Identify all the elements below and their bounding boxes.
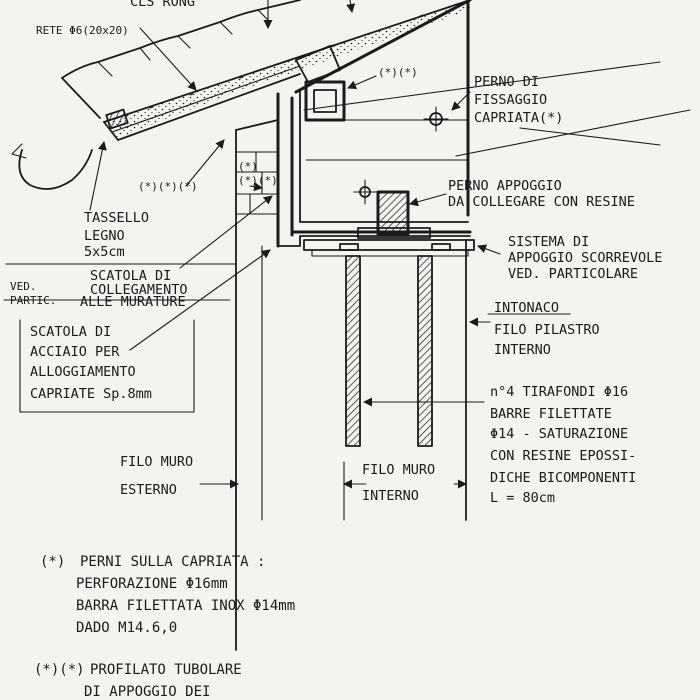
svg-text:L = 80cm: L = 80cm bbox=[490, 490, 555, 506]
label-intonaco: INTONACO FILO PILASTRO INTERNO bbox=[494, 300, 600, 358]
svg-text:DICHE BICOMPONENTI: DICHE BICOMPONENTI bbox=[490, 470, 636, 486]
svg-text:ACCIAIO PER: ACCIAIO PER bbox=[30, 344, 120, 360]
label-tassello: TASSELLO LEGNO 5x5cm bbox=[84, 210, 149, 260]
leader-lines bbox=[89, 0, 501, 489]
svg-text:PERFORAZIONE Φ16mm: PERFORAZIONE Φ16mm bbox=[76, 576, 228, 592]
footnote-2-marker: (*)(*) bbox=[34, 662, 85, 678]
roof-tiles bbox=[61, 0, 301, 119]
label-ved-partic: VED. PARTIC. bbox=[10, 280, 56, 307]
label-perno-appoggio: PERNO APPOGGIO DA COLLEGARE CON RESINE bbox=[448, 178, 635, 210]
masonry-wall bbox=[235, 119, 279, 651]
svg-text:APPOGGIO SCORREVOLE: APPOGGIO SCORREVOLE bbox=[508, 250, 662, 266]
label-tirafondi: n°4 TIRAFONDI Φ16 BARRE FILETTATE Φ14 - … bbox=[490, 384, 636, 506]
label-scatola-acciaio: SCATOLA DI ACCIAIO PER ALLOGGIAMENTO CAP… bbox=[30, 324, 152, 402]
svg-text:DA COLLEGARE CON RESINE: DA COLLEGARE CON RESINE bbox=[448, 194, 635, 210]
svg-text:ESTERNO: ESTERNO bbox=[120, 482, 177, 498]
svg-text:PERNO APPOGGIO: PERNO APPOGGIO bbox=[448, 178, 562, 194]
svg-text:SCATOLA DI: SCATOLA DI bbox=[90, 268, 171, 284]
svg-text:PROFILATO TUBOLARE: PROFILATO TUBOLARE bbox=[90, 662, 242, 678]
pin-marker-appoggio bbox=[353, 179, 377, 205]
svg-text:5x5cm: 5x5cm bbox=[84, 244, 125, 260]
footnote-1-marker: (*) bbox=[40, 554, 65, 570]
svg-text:CAPRIATE Sp.8mm: CAPRIATE Sp.8mm bbox=[30, 386, 152, 402]
column bbox=[345, 239, 467, 521]
label-sistema: SISTEMA DI APPOGGIO SCORREVOLE VED. PART… bbox=[508, 234, 662, 282]
label-cls-text: CLS RONG bbox=[130, 0, 195, 10]
top-plate bbox=[295, 45, 341, 83]
svg-text:ALLE MURATURE: ALLE MURATURE bbox=[80, 294, 186, 310]
svg-text:INTONACO: INTONACO bbox=[494, 300, 559, 316]
svg-text:INTERNO: INTERNO bbox=[362, 488, 419, 504]
pin-and-plate bbox=[303, 190, 475, 257]
label-cls: CLS RONG bbox=[130, 0, 195, 10]
label-filo-interno: FILO MURO INTERNO bbox=[362, 462, 435, 504]
svg-text:PERNO DI: PERNO DI bbox=[474, 74, 539, 90]
svg-text:FILO MURO: FILO MURO bbox=[362, 462, 435, 478]
tubular-profile bbox=[304, 80, 346, 122]
footnote-2: (*)(*) PROFILATO TUBOLARE DI APPOGGIO DE… bbox=[34, 662, 242, 700]
svg-text:CAPRIATA(*): CAPRIATA(*) bbox=[474, 110, 563, 126]
pin-marker-fissaggio bbox=[423, 106, 449, 132]
svg-text:PARTIC.: PARTIC. bbox=[10, 294, 56, 307]
svg-text:SISTEMA DI: SISTEMA DI bbox=[508, 234, 589, 250]
svg-text:BARRA FILETTATA INOX Φ14mm: BARRA FILETTATA INOX Φ14mm bbox=[76, 598, 295, 614]
svg-text:ALLOGGIAMENTO: ALLOGGIAMENTO bbox=[30, 364, 136, 380]
gutter-tip bbox=[11, 143, 27, 159]
label-star-pair: (*)(*) bbox=[378, 66, 418, 79]
svg-text:FILO MURO: FILO MURO bbox=[120, 454, 193, 470]
svg-text:BARRE FILETTATE: BARRE FILETTATE bbox=[490, 406, 612, 422]
svg-text:DI APPOGGIO DEI: DI APPOGGIO DEI bbox=[84, 684, 210, 700]
label-perno-fissaggio: PERNO DI FISSAGGIO CAPRIATA(*) bbox=[474, 74, 563, 126]
guide-lines bbox=[3, 61, 691, 521]
svg-text:INTERNO: INTERNO bbox=[494, 342, 551, 358]
label-star-three: (*)(*)(*) bbox=[138, 180, 198, 193]
svg-text:CON RESINE EPOSSI-: CON RESINE EPOSSI- bbox=[490, 448, 636, 464]
svg-text:FISSAGGIO: FISSAGGIO bbox=[474, 92, 547, 108]
footnote-1: (*) PERNI SULLA CAPRIATA : PERFORAZIONE … bbox=[40, 554, 295, 636]
svg-text:PERNI SULLA CAPRIATA :: PERNI SULLA CAPRIATA : bbox=[80, 554, 265, 570]
svg-text:(*)(*): (*)(*) bbox=[238, 174, 278, 187]
svg-text:VED. PARTICOLARE: VED. PARTICOLARE bbox=[508, 266, 638, 282]
svg-text:(*): (*) bbox=[238, 160, 258, 173]
svg-text:Φ14 - SATURAZIONE: Φ14 - SATURAZIONE bbox=[490, 426, 628, 442]
label-star-stack: (*) (*)(*) bbox=[238, 160, 278, 187]
gutter bbox=[18, 149, 93, 190]
svg-text:FILO PILASTRO: FILO PILASTRO bbox=[494, 322, 600, 338]
wood-batten bbox=[105, 108, 129, 130]
svg-text:COLLEGAMENTO: COLLEGAMENTO bbox=[90, 282, 188, 298]
svg-text:LEGNO: LEGNO bbox=[84, 228, 125, 244]
svg-text:VED.: VED. bbox=[10, 280, 37, 293]
label-filo-esterno: FILO MURO ESTERNO bbox=[120, 454, 193, 498]
label-rete: RETE Φ6(20x20) bbox=[36, 24, 129, 37]
label-scatola-collegamento: SCATOLA DI COLLEGAMENTO ALLE MURATURE bbox=[80, 268, 188, 310]
svg-text:TASSELLO: TASSELLO bbox=[84, 210, 149, 226]
svg-text:n°4 TIRAFONDI Φ16: n°4 TIRAFONDI Φ16 bbox=[490, 384, 628, 400]
svg-text:DADO M14.6,0: DADO M14.6,0 bbox=[76, 620, 177, 636]
roof-concrete-slab bbox=[103, 0, 471, 141]
svg-text:SCATOLA DI: SCATOLA DI bbox=[30, 324, 111, 340]
